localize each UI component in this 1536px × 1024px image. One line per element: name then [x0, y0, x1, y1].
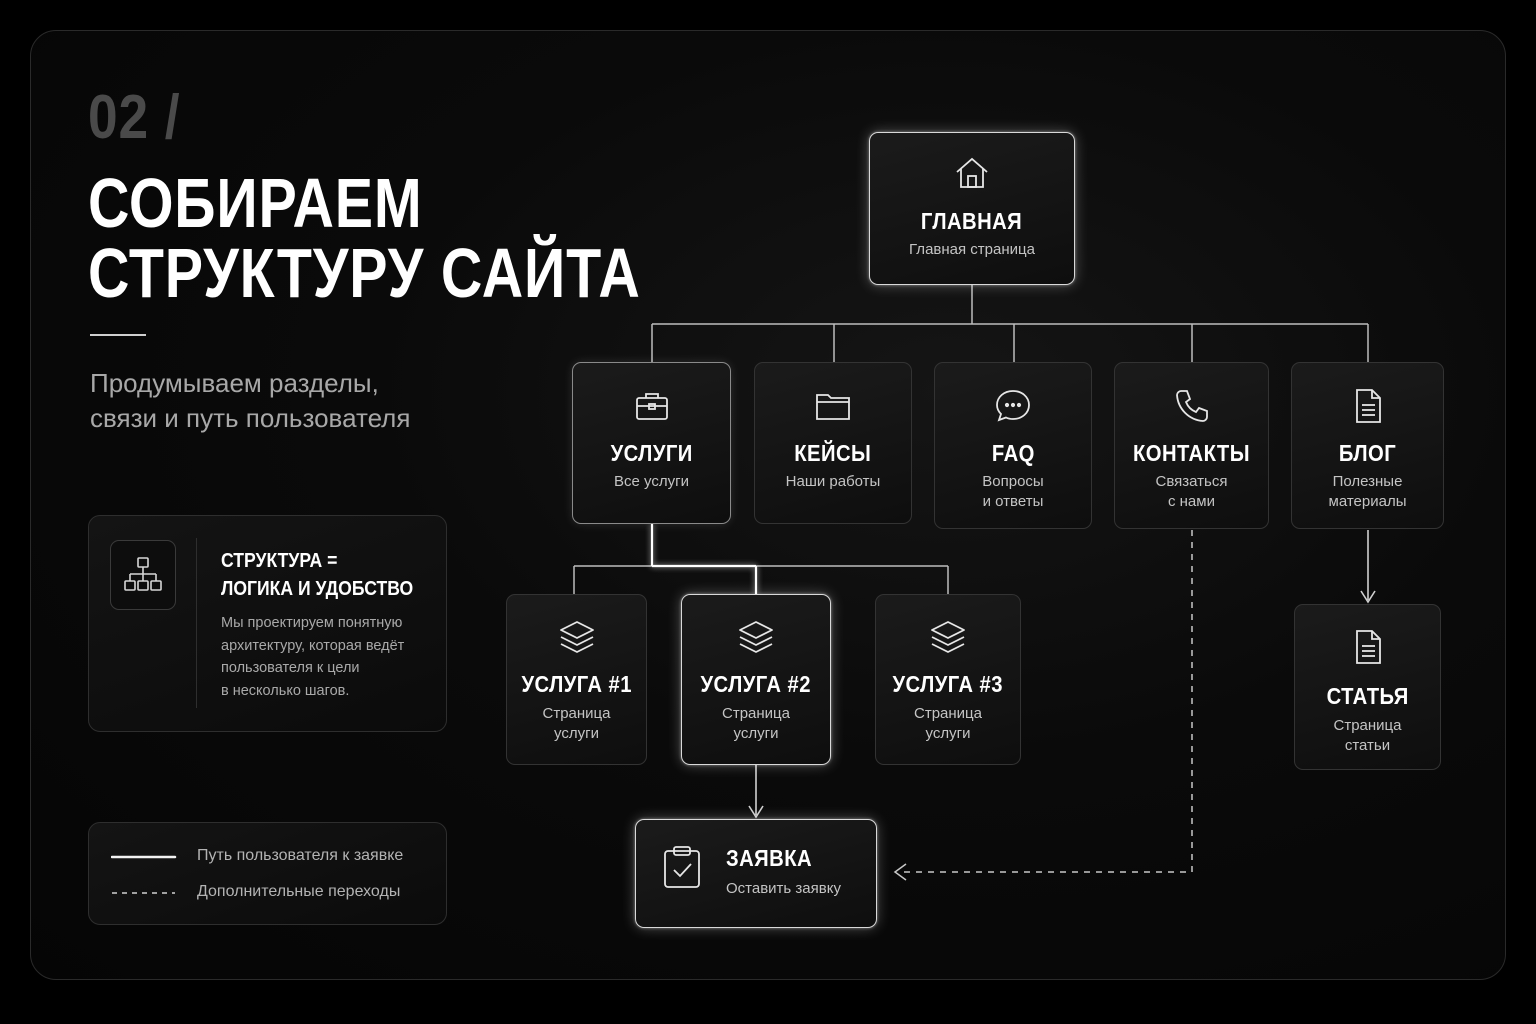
home-icon: [956, 157, 988, 188]
layers-icon: [931, 621, 965, 653]
node-faq-subtitle: Вопросы и ответы: [982, 472, 1043, 512]
node-services-subtitle: Все услуги: [614, 472, 689, 492]
step-number: 02 /: [88, 83, 181, 152]
node-service-2-title: УСЛУГА #2: [700, 671, 812, 697]
node-cases-subtitle-line-1: Наши работы: [785, 473, 881, 490]
node-services-title: УСЛУГИ: [610, 440, 693, 466]
page-title-line-1: СОБИРАЕМ: [88, 164, 423, 242]
arrowhead-to-article: [1360, 590, 1376, 604]
legend-row-solid: Путь пользователя к заявке: [89, 845, 446, 869]
node-contacts-subtitle-line-1: Связаться: [1155, 473, 1228, 490]
page-subtitle: Продумываем разделы, связи и путь пользо…: [90, 366, 410, 436]
node-service-3-subtitle-line-1: Страница: [914, 705, 982, 722]
node-contacts[interactable]: КОНТАКТЫ Связаться с нами: [1114, 362, 1269, 529]
node-service-1-subtitle: Страница услуги: [543, 704, 611, 744]
node-faq-title: FAQ: [991, 440, 1035, 466]
legend: Путь пользователя к заявке Дополнительны…: [88, 822, 447, 925]
page-subtitle-line-1: Продумываем разделы,: [90, 368, 379, 398]
clipboard-check-icon: [664, 846, 700, 888]
node-services[interactable]: УСЛУГИ Все услуги: [572, 362, 731, 524]
node-service-3-title: УСЛУГА #3: [892, 671, 1004, 697]
node-article-subtitle: Страница статьи: [1334, 716, 1402, 756]
legend-solid-line: [111, 855, 177, 859]
node-service-1-subtitle-line-1: Страница: [542, 705, 611, 722]
node-request-subtitle: Оставить заявку: [726, 880, 841, 897]
info-card-title-line-1: СТРУКТУРА =: [221, 550, 338, 572]
info-card-text: Мы проектируем понятную архитектуру, кот…: [221, 612, 404, 702]
node-faq[interactable]: FAQ Вопросы и ответы: [934, 362, 1092, 529]
node-article-title: СТАТЬЯ: [1326, 683, 1409, 709]
node-home-subtitle-line-1: Главная страница: [909, 241, 1035, 258]
node-service-2-subtitle-line-2: услуги: [733, 725, 779, 742]
node-cases[interactable]: КЕЙСЫ Наши работы: [754, 362, 912, 524]
page-title: СОБИРАЕМ СТРУКТУРУ САЙТА: [88, 168, 641, 308]
page-subtitle-line-2: связи и путь пользователя: [90, 403, 411, 433]
node-service-1-subtitle-line-2: услуги: [554, 725, 599, 742]
legend-solid-label: Путь пользователя к заявке: [197, 847, 404, 864]
node-request[interactable]: ЗАЯВКА Оставить заявку: [635, 819, 877, 928]
node-blog[interactable]: БЛОГ Полезные материалы: [1291, 362, 1444, 529]
sitemap-icon: [110, 540, 176, 610]
info-card-title: СТРУКТУРА = ЛОГИКА И УДОБСТВО: [221, 547, 413, 603]
info-card: СТРУКТУРА = ЛОГИКА И УДОБСТВО Мы проекти…: [88, 515, 447, 732]
chat-bubble-icon: [996, 390, 1030, 422]
info-card-text-line-1: Мы проектируем понятную: [221, 615, 403, 631]
node-blog-subtitle-line-1: Полезные: [1332, 473, 1403, 490]
info-card-text-line-2: архитектуру, которая ведёт: [221, 637, 405, 654]
info-card-divider: [196, 538, 197, 708]
document-icon: [1355, 630, 1381, 664]
folder-icon: [816, 394, 850, 420]
node-faq-subtitle-line-2: и ответы: [982, 493, 1044, 510]
legend-row-dashed: Дополнительные переходы: [89, 881, 446, 905]
node-service-2-subtitle: Страница услуги: [722, 704, 790, 744]
node-services-subtitle-line-1: Все услуги: [614, 473, 689, 490]
node-blog-title: БЛОГ: [1338, 440, 1397, 466]
info-card-title-line-2: ЛОГИКА И УДОБСТВО: [221, 578, 414, 600]
page-title-line-2: СТРУКТУРУ САЙТА: [88, 234, 641, 312]
node-article[interactable]: СТАТЬЯ Страница статьи: [1294, 604, 1441, 770]
title-divider: [90, 334, 146, 336]
node-home-subtitle: Главная страница: [909, 240, 1035, 260]
node-service-3[interactable]: УСЛУГА #3 Страница услуги: [875, 594, 1021, 765]
node-contacts-title: КОНТАКТЫ: [1133, 440, 1250, 466]
node-service-1-title: УСЛУГА #1: [521, 671, 632, 697]
node-blog-subtitle: Полезные материалы: [1329, 472, 1407, 512]
info-card-text-line-3: пользователя к цели: [221, 660, 360, 676]
node-service-3-subtitle: Страница услуги: [914, 704, 982, 744]
layers-icon: [559, 621, 594, 653]
node-service-3-subtitle-line-2: услуги: [925, 725, 971, 742]
legend-dashed-line: [112, 892, 175, 894]
node-service-2[interactable]: УСЛУГА #2 Страница услуги: [681, 594, 831, 765]
node-service-1[interactable]: УСЛУГА #1 Страница услуги: [506, 594, 647, 765]
node-faq-subtitle-line-1: Вопросы: [982, 473, 1044, 490]
node-article-subtitle-line-2: статьи: [1344, 737, 1391, 754]
node-contacts-subtitle: Связаться с нами: [1156, 472, 1228, 512]
node-service-2-subtitle-line-1: Страница: [722, 705, 790, 722]
node-cases-title: КЕЙСЫ: [794, 440, 872, 466]
node-home-title: ГЛАВНАЯ: [921, 208, 1023, 234]
node-home[interactable]: ГЛАВНАЯ Главная страница: [869, 132, 1075, 285]
legend-dashed-label: Дополнительные переходы: [197, 883, 401, 900]
node-blog-subtitle-line-2: материалы: [1328, 493, 1407, 510]
briefcase-icon: [635, 393, 668, 420]
arrowhead-to-request: [748, 805, 764, 819]
node-request-title: ЗАЯВКА: [726, 845, 813, 871]
node-contacts-subtitle-line-2: с нами: [1167, 493, 1215, 510]
node-cases-subtitle: Наши работы: [786, 472, 881, 492]
phone-icon: [1175, 390, 1208, 422]
info-card-text-line-4: в несколько шагов.: [221, 682, 350, 699]
node-article-subtitle-line-1: Страница: [1333, 717, 1402, 734]
dashed-contacts-to-request: [898, 530, 1193, 873]
document-icon: [1355, 389, 1381, 423]
layers-icon: [739, 621, 773, 653]
arrowhead-dashed-to-request: [893, 863, 907, 881]
